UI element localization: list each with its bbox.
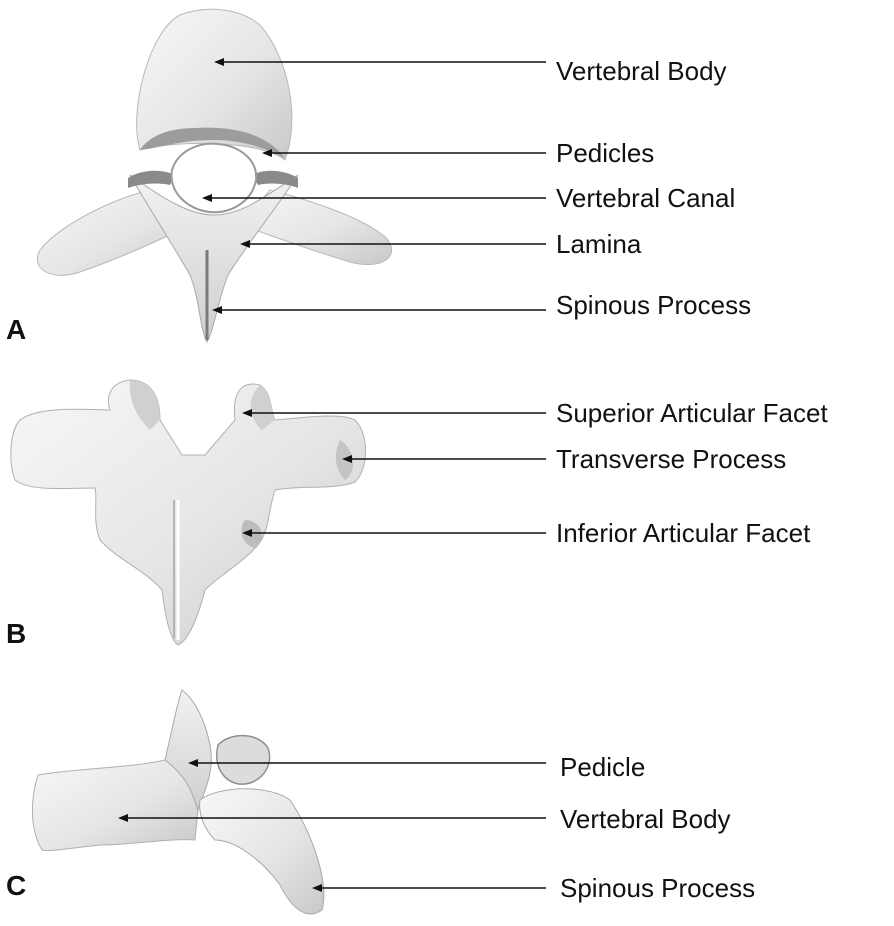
label-b-superior-articular-facet: Superior Articular Facet bbox=[556, 398, 828, 428]
label-a-vertebral-canal: Vertebral Canal bbox=[556, 183, 735, 213]
vertebra-superior-view bbox=[37, 9, 391, 342]
label-c-spinous-process: Spinous Process bbox=[560, 873, 755, 903]
panel-letter-c: C bbox=[6, 870, 26, 901]
label-a-vertebral-body: Vertebral Body bbox=[556, 56, 727, 86]
panel-letter-b: B bbox=[6, 618, 26, 649]
label-c-vertebral-body: Vertebral Body bbox=[560, 804, 731, 834]
label-a-pedicles: Pedicles bbox=[556, 138, 654, 168]
label-c-pedicle: Pedicle bbox=[560, 752, 645, 782]
label-b-transverse-process: Transverse Process bbox=[556, 444, 786, 474]
vertebra-posterior-view bbox=[11, 380, 366, 645]
labels: Vertebral Body Pedicles Vertebral Canal … bbox=[556, 56, 828, 903]
label-a-lamina: Lamina bbox=[556, 229, 642, 259]
panel-letter-a: A bbox=[6, 314, 26, 345]
label-b-inferior-articular-facet: Inferior Articular Facet bbox=[556, 518, 811, 548]
vertebra-lateral-view bbox=[32, 690, 323, 914]
label-a-spinous-process: Spinous Process bbox=[556, 290, 751, 320]
panel-letters: A B C bbox=[6, 314, 26, 901]
